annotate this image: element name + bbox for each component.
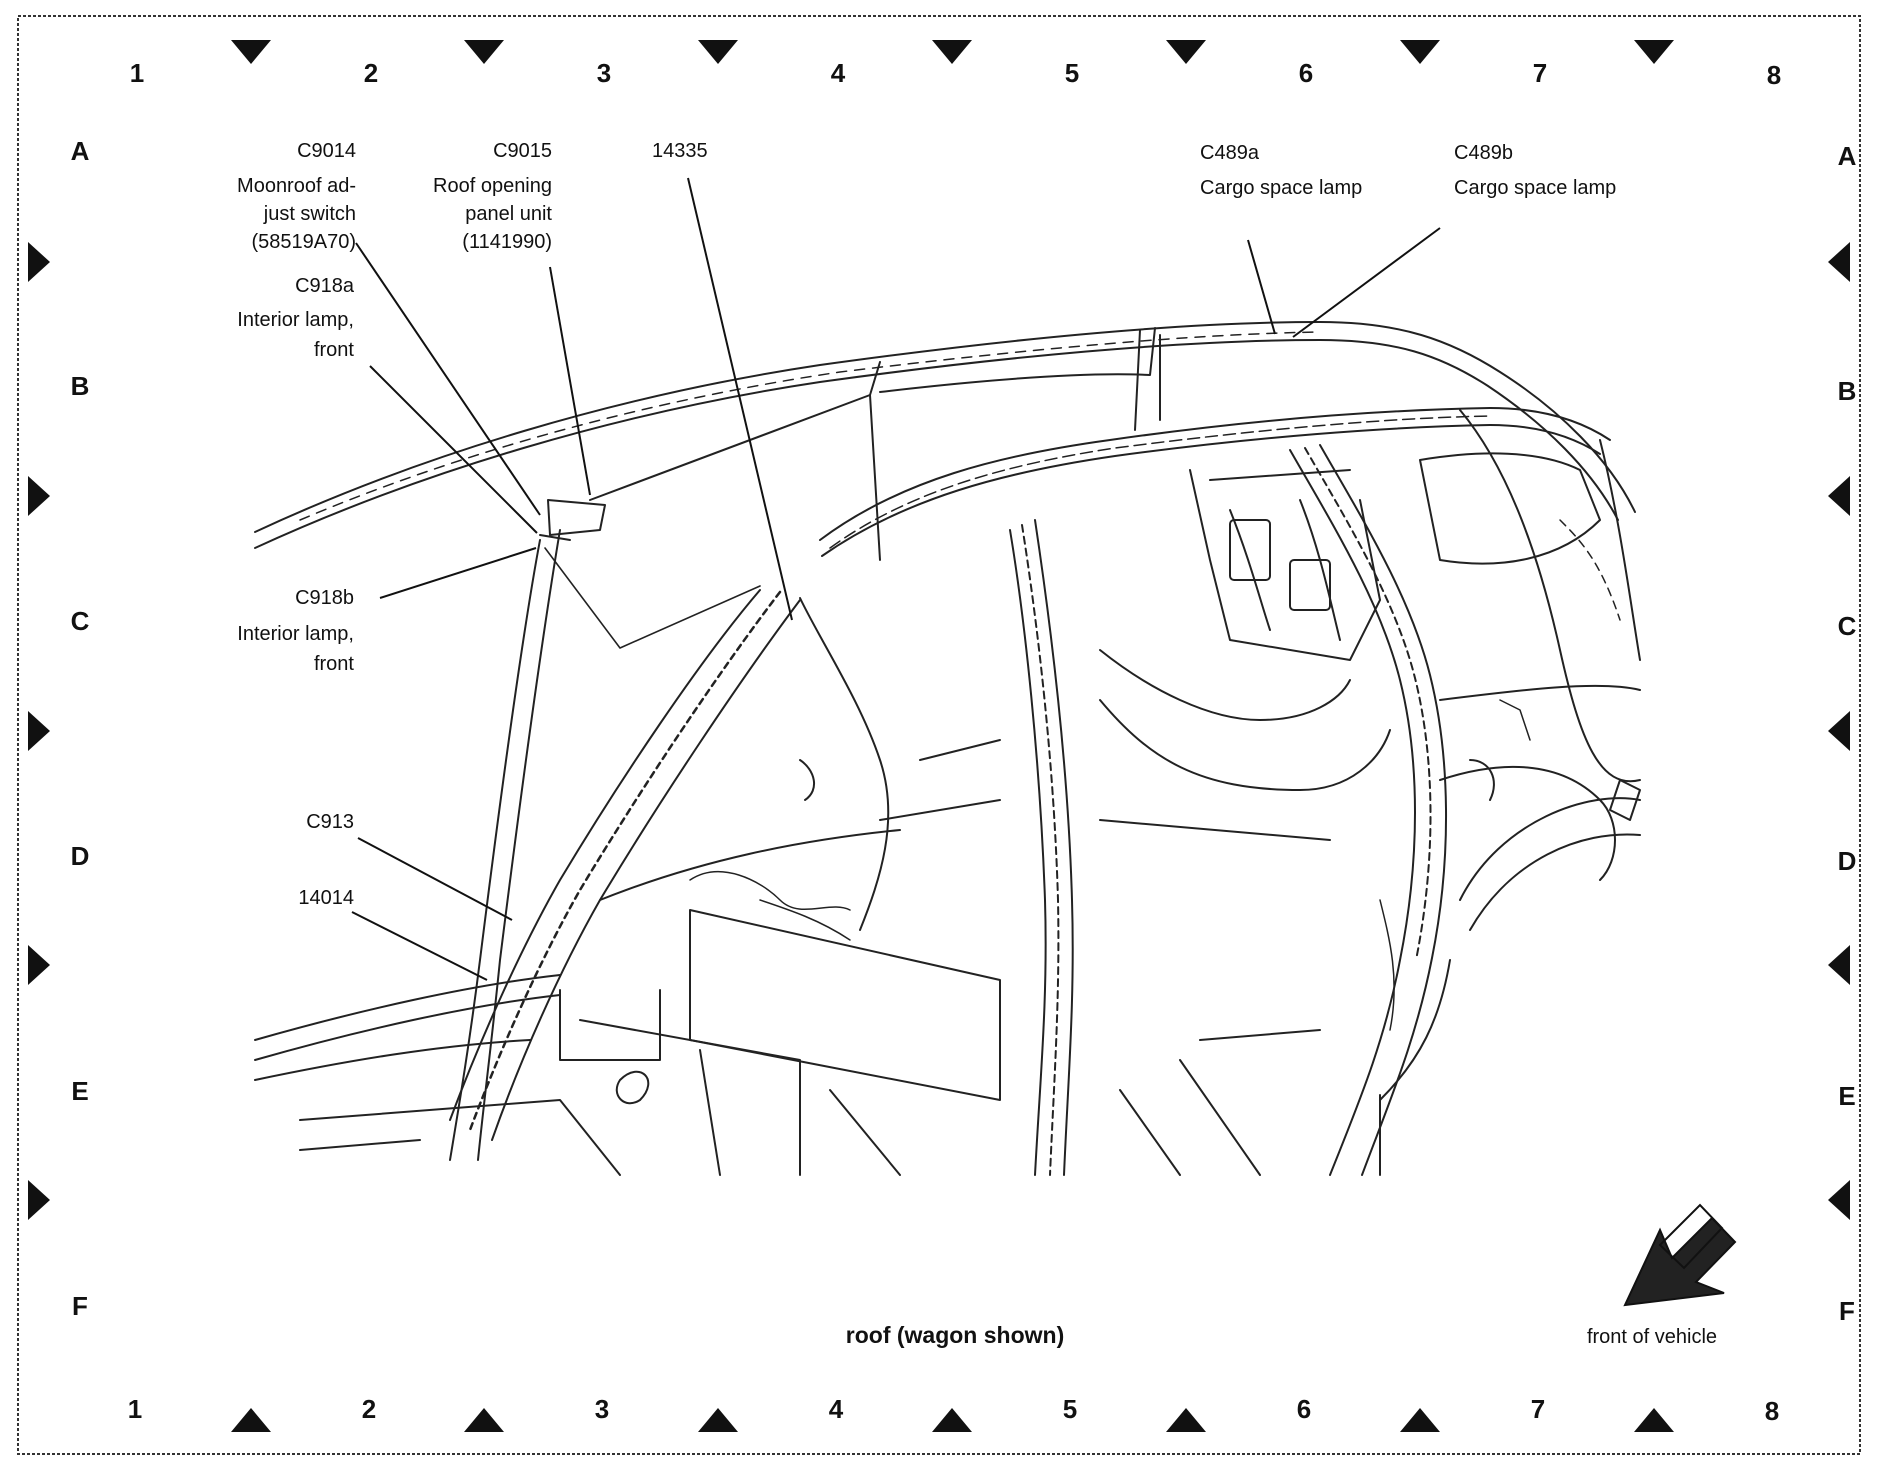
callout-id: C918b <box>295 587 354 609</box>
diagram-border <box>17 15 1861 1455</box>
column-label: 3 <box>597 58 611 88</box>
callout-id: C489b <box>1454 142 1513 164</box>
callout-id: C9015 <box>493 140 552 162</box>
column-label: 3 <box>595 1394 609 1424</box>
leader-line-c9015 <box>549 266 591 496</box>
callout-description: (1141990) <box>462 231 552 253</box>
row-label: F <box>1839 1296 1855 1326</box>
callout-description: front <box>314 339 354 361</box>
column-labels-top: 1 2 3 4 5 6 7 8 <box>130 58 1781 90</box>
row-label: B <box>71 371 90 401</box>
column-label: 1 <box>128 1394 142 1424</box>
leader-line-14014 <box>351 911 488 981</box>
callouts-left: C9014 Moonroof ad- just switch (58519A70… <box>237 140 552 909</box>
leader-lines <box>351 177 1441 981</box>
callout-id: 14014 <box>298 887 354 909</box>
front-of-vehicle-label: front of vehicle <box>1587 1326 1717 1348</box>
column-labels-bottom: 1 2 3 4 5 6 7 8 <box>128 1394 1779 1426</box>
leader-line-c9014 <box>355 242 541 516</box>
callout-description: Interior lamp, <box>237 309 354 331</box>
callout-id: C918a <box>295 275 355 297</box>
column-label: 7 <box>1531 1394 1545 1424</box>
column-label: 5 <box>1063 1394 1077 1424</box>
callout-description: Interior lamp, <box>237 623 354 645</box>
row-label: A <box>71 136 90 166</box>
row-label: F <box>72 1291 88 1321</box>
callout-description: Cargo space lamp <box>1454 177 1616 199</box>
row-label: D <box>71 841 90 871</box>
callout-id: C913 <box>306 811 354 833</box>
column-label: 5 <box>1065 58 1079 88</box>
row-label: B <box>1838 376 1857 406</box>
callout-id: 14335 <box>652 140 708 162</box>
row-label: D <box>1838 846 1857 876</box>
diagram-caption: roof (wagon shown) <box>846 1322 1064 1348</box>
row-label: C <box>71 606 90 636</box>
column-label: 8 <box>1767 60 1781 90</box>
callout-id: C9014 <box>297 140 356 162</box>
column-label: 6 <box>1299 58 1313 88</box>
leader-line-14335 <box>687 177 793 621</box>
column-label: 7 <box>1533 58 1547 88</box>
row-labels-right: A B C D E F <box>1838 141 1857 1326</box>
top-zone-markers <box>231 40 1674 64</box>
row-label: A <box>1838 141 1857 171</box>
leader-line-c918a <box>369 365 538 534</box>
row-label: C <box>1838 611 1857 641</box>
column-label: 6 <box>1297 1394 1311 1424</box>
callout-description: Moonroof ad- <box>237 175 356 197</box>
column-label: 2 <box>362 1394 376 1424</box>
bottom-zone-markers <box>231 1408 1674 1432</box>
callout-description: (58519A70) <box>251 231 356 253</box>
leader-line-c489a <box>1247 239 1276 335</box>
callout-id: C489a <box>1200 142 1260 164</box>
leader-line-c489b <box>1292 227 1441 338</box>
column-label: 4 <box>829 1394 844 1424</box>
leader-line-c913 <box>357 837 513 921</box>
leader-line-c918b <box>379 547 537 599</box>
left-zone-markers <box>28 242 50 1220</box>
column-label: 4 <box>831 58 846 88</box>
front-of-vehicle-arrow-icon <box>1623 1203 1737 1307</box>
column-label: 2 <box>364 58 378 88</box>
column-label: 8 <box>1765 1396 1779 1426</box>
callouts-top: 14335 C489a Cargo space lamp C489b Cargo… <box>652 140 1616 199</box>
vehicle-body-drawing <box>254 321 1641 1176</box>
callout-description: front <box>314 653 354 675</box>
callout-description: panel unit <box>465 203 552 225</box>
row-label: E <box>1838 1081 1855 1111</box>
row-label: E <box>71 1076 88 1106</box>
right-zone-markers <box>1828 242 1850 1220</box>
callout-description: Roof opening <box>433 175 552 197</box>
callout-description: Cargo space lamp <box>1200 177 1362 199</box>
column-label: 1 <box>130 58 144 88</box>
row-labels-left: A B C D E F <box>71 136 90 1321</box>
callout-description: just switch <box>263 203 356 225</box>
